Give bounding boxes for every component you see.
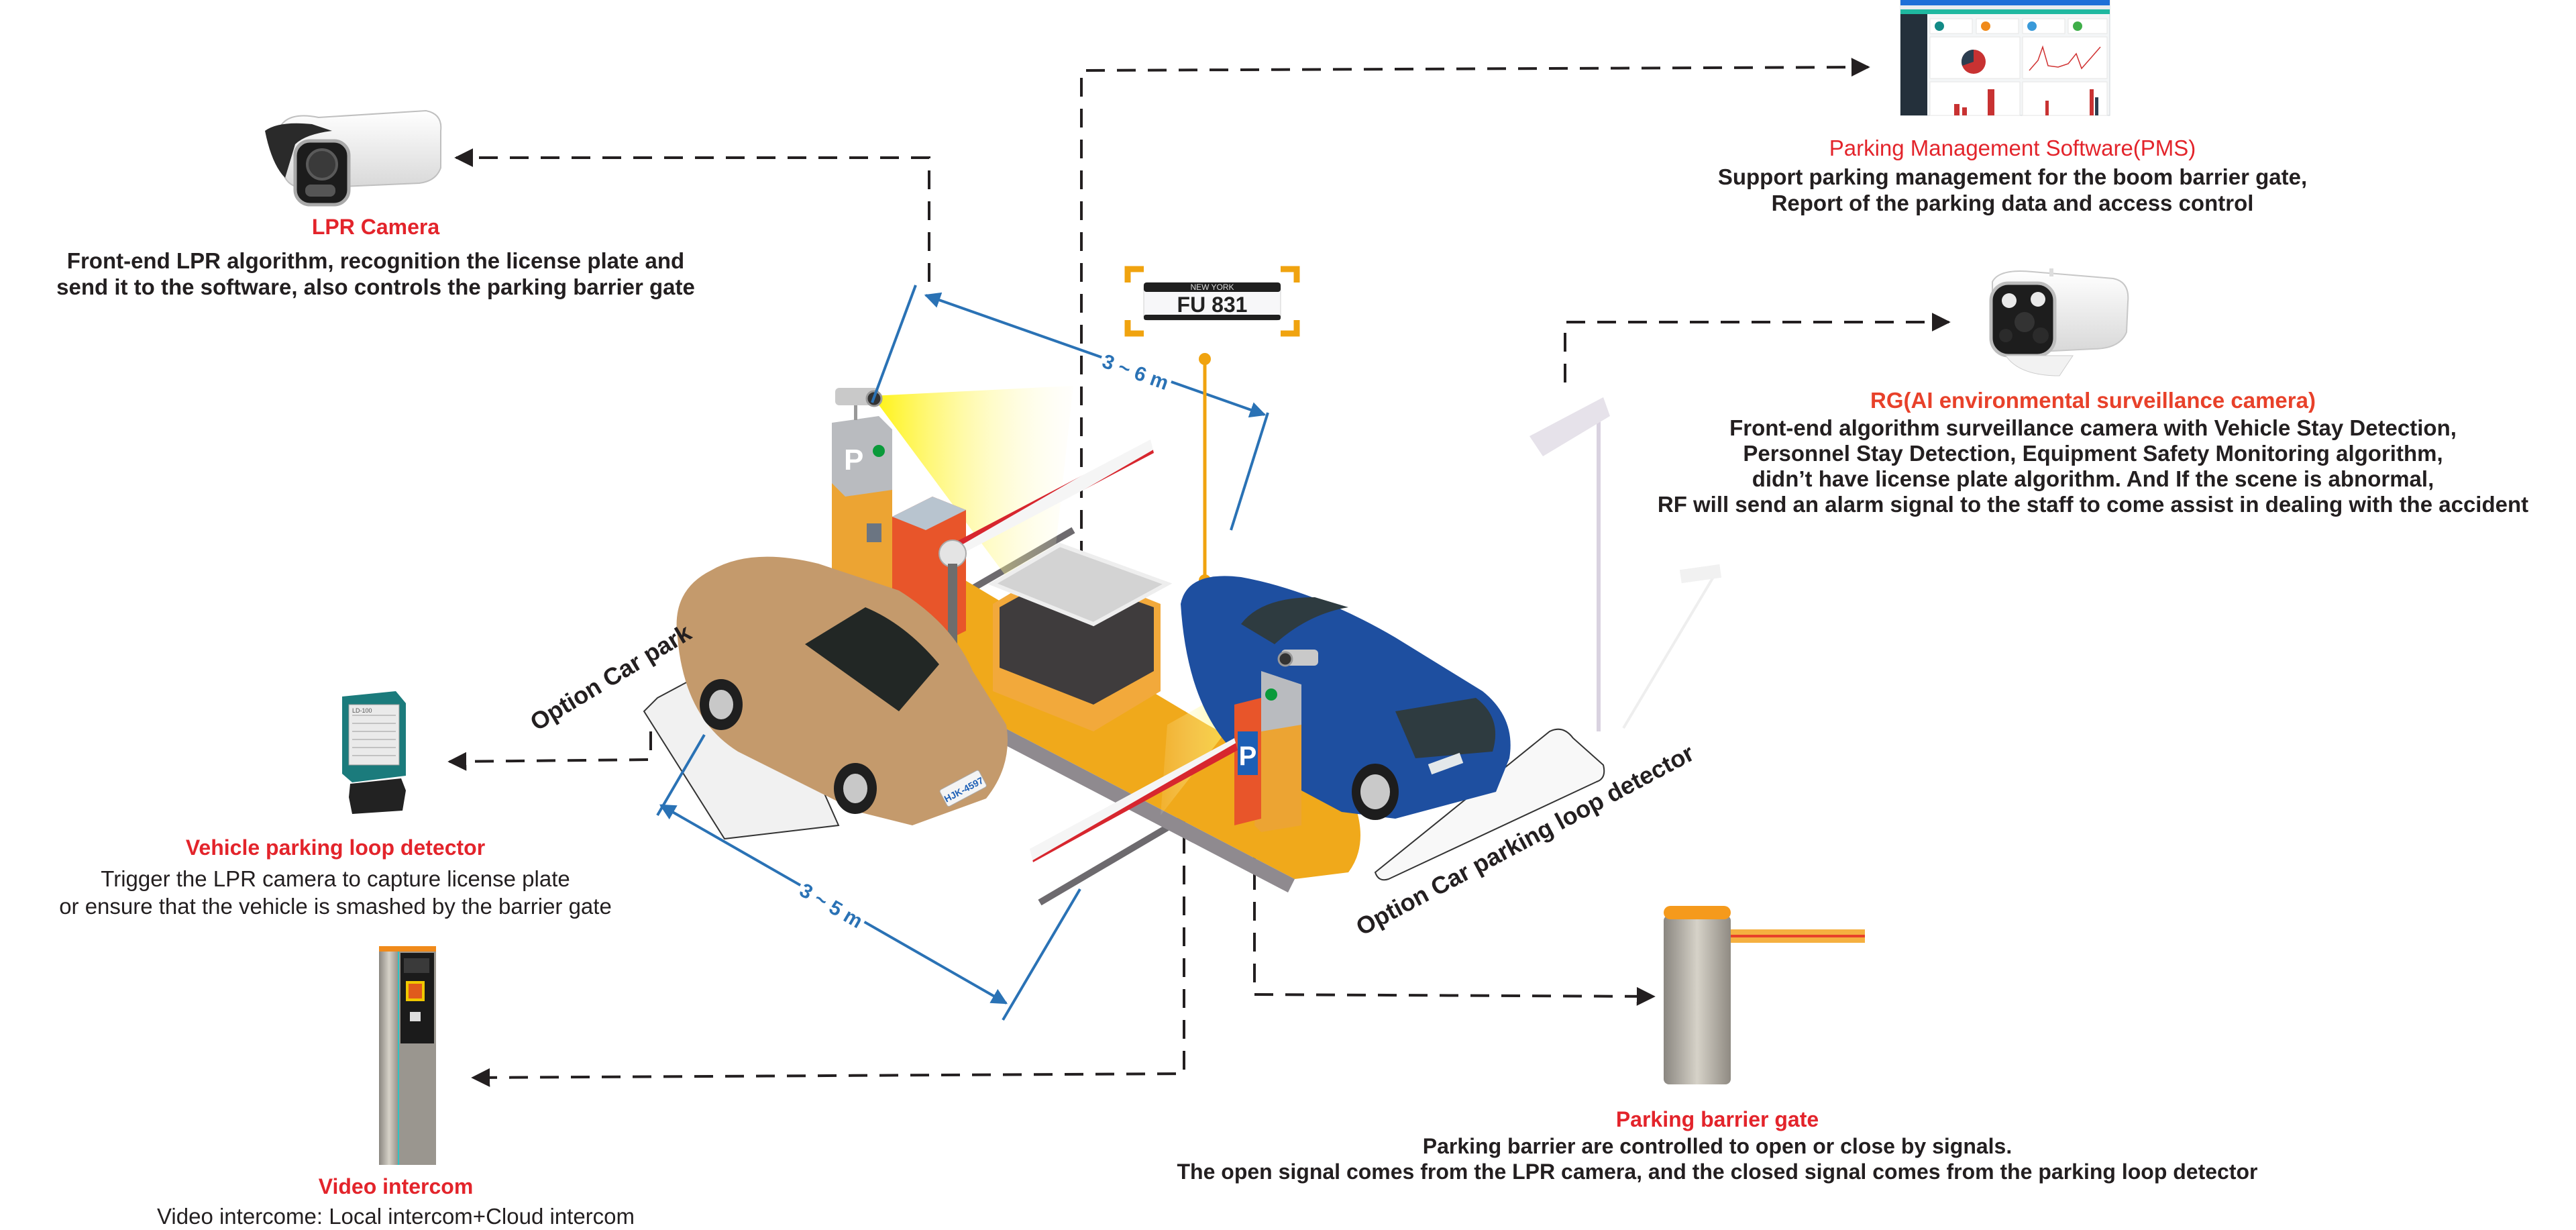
barrier-arm-exit xyxy=(1030,738,1238,862)
kiosk-p-sign: P xyxy=(844,444,863,476)
guard-booth xyxy=(988,542,1173,731)
central-parking-scene: P 3 ~ 6 m xyxy=(525,266,1722,1021)
video-intercom-device-icon xyxy=(379,946,436,1165)
video-intercom-title: Video intercom xyxy=(318,1174,474,1198)
connector-lpr-camera xyxy=(454,148,930,282)
pms-software-screenshot xyxy=(1900,0,2110,116)
loop-detector-description: Trigger the LPR camera to capture licens… xyxy=(59,866,612,919)
rg-camera-description: Front-end algorithm surveillance camera … xyxy=(1657,415,2529,517)
kiosk-exit: P xyxy=(1234,650,1318,832)
pms-description: Support parking management for the boom … xyxy=(1717,164,2308,215)
car-tan: HJK-4597 xyxy=(676,556,1008,825)
loop-outline-right xyxy=(1374,728,1605,881)
loop-detector-device-icon: LD-100 xyxy=(342,691,406,814)
pms-caption: Parking Management Software(PMS) Support… xyxy=(1630,136,2395,217)
recognized-license-plate: NEW YORK FU 831 xyxy=(1124,266,1300,337)
loop-detector-model-label: LD-100 xyxy=(352,707,372,714)
lpr-camera-icon xyxy=(265,109,442,207)
barrier-gate-caption: Parking barrier gate Parking barrier are… xyxy=(1093,1107,2341,1184)
loop-detector-caption: Vehicle parking loop detector Trigger th… xyxy=(0,835,671,920)
video-intercom-caption: Video intercom Video intercome: Local in… xyxy=(60,1174,731,1230)
pms-title: Parking Management Software(PMS) xyxy=(1829,136,2196,160)
plate-state-text: NEW YORK xyxy=(1190,283,1234,292)
rg-ai-camera-icon xyxy=(1989,268,2129,376)
connector-rg-camera xyxy=(1564,313,1951,382)
lpr-camera-title: LPR Camera xyxy=(311,215,440,239)
barrier-arm-entry xyxy=(953,440,1154,557)
connector-video-intercom xyxy=(471,711,1185,1087)
barrier-gate-title: Parking barrier gate xyxy=(1615,1107,1819,1131)
lpr-camera-description: Front-end LPR algorithm, recognition the… xyxy=(56,248,695,299)
barrier-gate-device-icon xyxy=(1664,906,1865,1084)
rg-camera-caption: RG(AI environmental surveillance camera)… xyxy=(1610,388,2576,517)
video-intercom-description: Video intercome: Local intercom+Cloud in… xyxy=(157,1203,635,1229)
kiosk-exit-p-sign: P xyxy=(1239,741,1257,771)
connector-loop-detector xyxy=(447,731,652,771)
rg-camera-title: RG(AI environmental surveillance camera) xyxy=(1870,388,2316,413)
plate-number-text: FU 831 xyxy=(1177,293,1248,317)
lpr-camera-on-kiosk xyxy=(835,388,883,420)
barrier-gate-description: Parking barrier are controlled to open o… xyxy=(1177,1133,2258,1184)
lpr-camera-caption: LPR Camera Front-end LPR algorithm, reco… xyxy=(13,215,738,301)
loop-detector-title: Vehicle parking loop detector xyxy=(185,835,486,860)
surveillance-pole-camera xyxy=(1529,397,1722,731)
